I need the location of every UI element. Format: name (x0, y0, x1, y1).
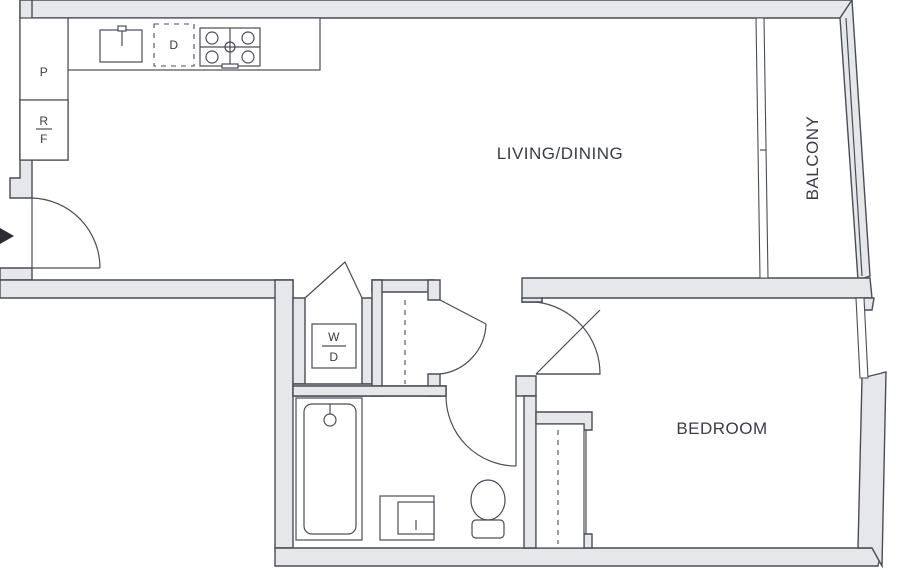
balcony-door-track (755, 17, 769, 279)
label-fridge-r: R (39, 114, 48, 128)
burner-icon (241, 50, 255, 64)
bedroom-door-leaf (535, 309, 601, 375)
wall-hall-stub (515, 375, 537, 397)
bedroom-closet (535, 423, 585, 549)
linen-closet (404, 299, 487, 384)
room-label-bedroom: BEDROOM (676, 419, 767, 438)
wall-bedroom-jamb (521, 297, 543, 303)
pantry-cabinet (19, 17, 69, 101)
entry-door-swing (31, 197, 101, 269)
kitchen-sink (99, 29, 143, 63)
label-pantry: P (40, 65, 49, 79)
wall-closet-bed-right-bot (583, 533, 593, 549)
wall-closet-left (371, 279, 383, 397)
toilet-bowl (470, 479, 506, 521)
entry-arrow-icon (0, 228, 14, 244)
bedroom (535, 297, 869, 549)
room-label-balcony: BALCONY (803, 116, 822, 201)
wall-top (19, 0, 853, 19)
wall-closet-right-top (427, 279, 441, 301)
wall-living-bottom-left (0, 279, 294, 299)
burner-icon (241, 31, 255, 45)
sink-faucet-head (117, 25, 127, 32)
wall-living-bedroom (521, 277, 873, 303)
kitchen (19, 17, 321, 161)
label-dryer: D (329, 350, 338, 364)
balcony-window-edge (845, 17, 863, 277)
burner-icon (205, 31, 219, 45)
wall-bath-right (523, 395, 537, 549)
bathtub-basin (303, 403, 357, 535)
wall-corridor-left (274, 279, 294, 549)
bathroom (295, 395, 517, 541)
wall-laundry-left (292, 297, 306, 385)
fridge (19, 99, 69, 161)
bedroom-door-swing (535, 301, 601, 375)
wall-laundry-right (361, 297, 373, 385)
laundry-door-leaf (304, 261, 363, 299)
wall-bath-top (292, 385, 447, 397)
entry-door (0, 197, 101, 269)
bedroom-window (855, 297, 869, 379)
dishwasher (153, 23, 195, 67)
balcony-slider (755, 17, 863, 279)
bath-door-swing (445, 395, 517, 467)
closet-door-swing (439, 323, 487, 375)
label-washer: W (328, 330, 340, 344)
wall-right (857, 371, 887, 569)
labels: LIVING/DINING BALCONY BEDROOM P R F D W … (36, 38, 822, 438)
closet-door-leaf (439, 299, 487, 325)
toilet-tank (471, 519, 505, 539)
range-control (221, 63, 239, 69)
laundry-closet (304, 261, 363, 369)
wall-left-entry-stub (0, 267, 33, 281)
label-fridge-f: F (40, 132, 48, 146)
wall-bottom (274, 547, 883, 567)
room-label-living: LIVING/DINING (497, 144, 623, 163)
wall-balcony (839, 0, 871, 281)
burner-icon (205, 50, 219, 64)
label-dishwasher: D (169, 38, 178, 52)
